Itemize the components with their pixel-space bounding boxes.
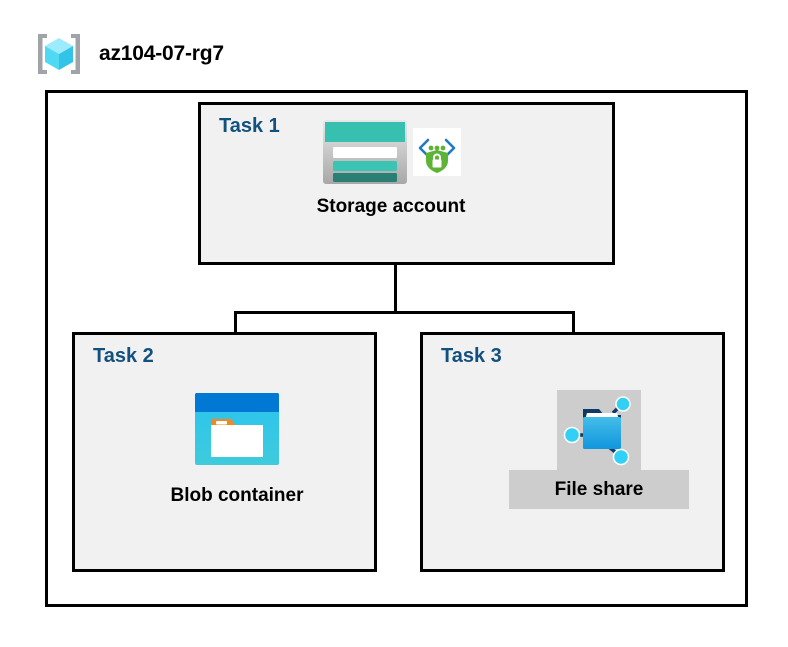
- storage-account-icon: [323, 120, 407, 184]
- blob-container-node[interactable]: Blob container: [152, 391, 322, 507]
- resource-group-header: az104-07-rg7: [33, 28, 224, 80]
- secure-endpoint-shield-icon: [413, 128, 461, 176]
- resource-group-title: az104-07-rg7: [99, 42, 224, 65]
- resource-group-cube-icon: [38, 34, 80, 74]
- task-2-label: Task 2: [93, 345, 154, 367]
- file-share-icon: [563, 396, 631, 466]
- connector-horizontal-bus: [234, 311, 575, 314]
- file-share-icon-highlight: [557, 390, 641, 470]
- task-3-label: Task 3: [441, 345, 502, 367]
- file-share-node[interactable]: File share: [509, 390, 689, 509]
- storage-icon-row: [321, 118, 461, 186]
- file-share-caption: File share: [554, 478, 644, 500]
- connector-trunk-vertical: [394, 228, 397, 313]
- blob-container-icon: [195, 393, 279, 465]
- storage-account-node[interactable]: Storage account: [296, 118, 486, 218]
- task-1-label: Task 1: [219, 115, 280, 137]
- storage-account-caption: Storage account: [316, 196, 466, 217]
- blob-container-caption: Blob container: [170, 485, 304, 506]
- file-share-label-highlight: File share: [509, 470, 689, 509]
